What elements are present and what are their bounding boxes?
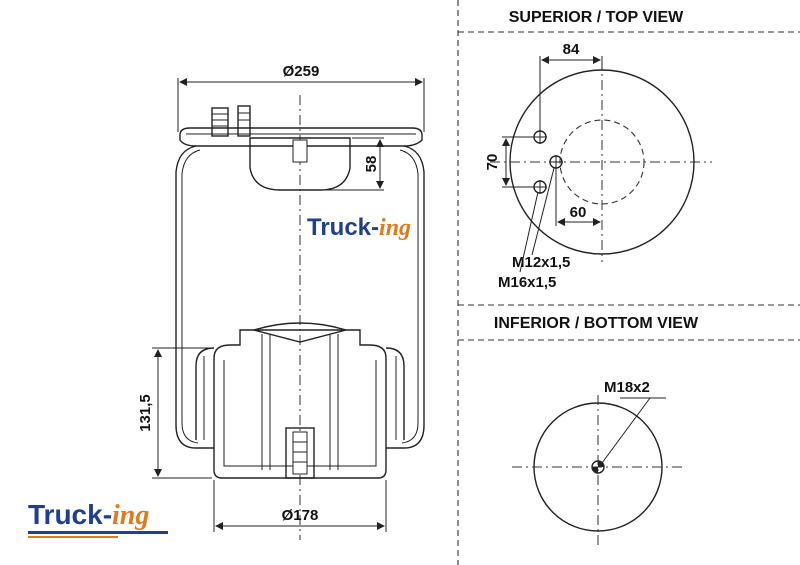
piston-cap <box>251 322 349 343</box>
dim-label-178: Ø178 <box>282 507 319 524</box>
dim-label-70: 70 <box>484 154 501 171</box>
side-view: Ø259 58 131,5 Ø178 Truck-ing <box>137 63 425 540</box>
dim-label-259: Ø259 <box>283 63 320 80</box>
top-plate <box>179 127 423 147</box>
bump-stop <box>249 137 351 191</box>
bellow-left <box>175 145 214 449</box>
watermark-logo: Truck-ing <box>307 214 411 241</box>
bottom-insert <box>285 427 315 479</box>
brand-logo: Truck-ing <box>28 499 168 538</box>
stud-right <box>237 105 251 137</box>
dim-label-58: 58 <box>363 156 380 173</box>
thread-label-m16: M16x1,5 <box>498 274 556 291</box>
bellow-right <box>386 145 425 449</box>
dim-label-131: 131,5 <box>137 394 154 432</box>
thread-label-m18: M18x2 <box>604 379 650 396</box>
bottom-view-title: INFERIOR / BOTTOM VIEW <box>494 315 699 332</box>
bottom-view: INFERIOR / BOTTOM VIEW M18x2 <box>494 315 699 545</box>
dim-label-84: 84 <box>563 41 580 58</box>
stud-left <box>211 107 229 137</box>
top-view-title: SUPERIOR / TOP VIEW <box>509 9 684 26</box>
brand-logo-text: Truck-ing <box>28 499 149 531</box>
dim-label-60: 60 <box>570 204 587 221</box>
brand-underline <box>28 531 168 534</box>
top-view: SUPERIOR / TOP VIEW 84 70 60 M12x1,5 M16… <box>484 9 712 291</box>
thread-label-m12: M12x1,5 <box>512 254 570 271</box>
